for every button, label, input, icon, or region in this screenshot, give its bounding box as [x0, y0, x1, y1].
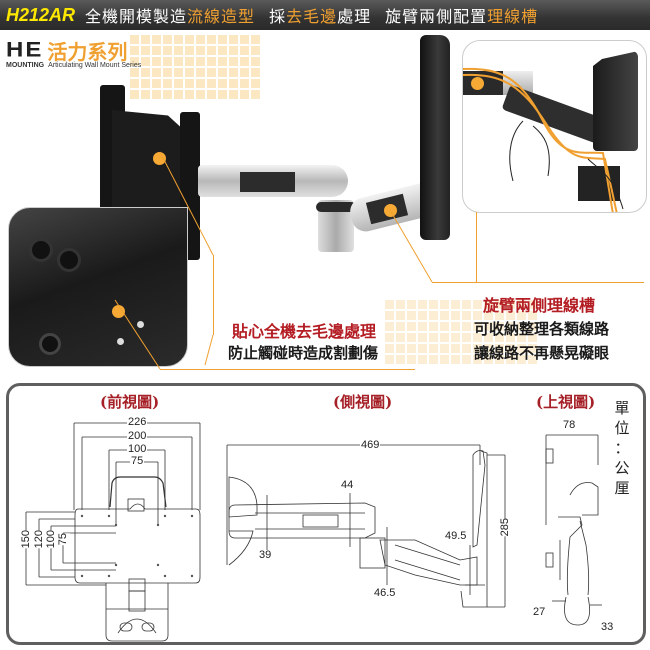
cable-lines — [463, 67, 624, 212]
model-number: H212AR — [6, 4, 76, 25]
top-dim-33: 33 — [600, 621, 615, 633]
side-dim-44: 44 — [340, 479, 355, 491]
feature-left-desc: 防止觸碰時造成割劃傷 — [228, 344, 379, 362]
brand-mark: HE — [6, 37, 44, 62]
feature-left-title: 貼心全機去毛邊處理 — [232, 322, 377, 341]
callout-dot-plate — [153, 152, 166, 165]
front-dim-100: 100 — [127, 443, 148, 455]
elbow-ring — [316, 202, 356, 212]
leader-line-arm — [432, 282, 644, 283]
header-tagline-3: 旋臂兩側配置理線槽 — [385, 7, 539, 26]
upper-arm-cable-cover — [240, 172, 295, 192]
brand-mounting: MOUNTING — [6, 62, 45, 69]
front-dim-h150: 150 — [20, 530, 33, 549]
leader-line-cable — [476, 212, 477, 282]
side-dim-46-5: 46.5 — [373, 587, 397, 599]
front-view-title: (前視圖) — [100, 393, 160, 411]
side-dim-285: 285 — [499, 518, 512, 537]
inset-deburr-closeup — [8, 207, 188, 367]
top-dim-27: 27 — [532, 606, 547, 618]
side-view-drawing — [226, 444, 506, 608]
unit-label: 單位：公厘 — [614, 399, 630, 497]
front-dim-h75: 75 — [57, 533, 70, 546]
brand-series-en: Articulating Wall Mount Series — [48, 62, 142, 69]
decor-squares-top — [130, 35, 260, 99]
decor-squares-bottom — [385, 300, 537, 364]
side-view-title: (側視圖) — [333, 393, 393, 411]
brand-series-cn: 活力系列 — [47, 40, 128, 64]
spec-drawing-panel — [6, 383, 646, 645]
callout-dot-inset — [112, 305, 125, 318]
side-dim-49-5: 49.5 — [444, 530, 468, 542]
leader-line-inset — [160, 369, 415, 370]
top-view-drawing — [545, 434, 602, 626]
front-dim-226: 226 — [127, 416, 148, 428]
feature-right-desc-2: 讓線路不再懸晃礙眼 — [474, 344, 610, 362]
header-bar: H212AR 全機開模製造流線造型 採去毛邊處理 旋臂兩側配置理線槽 — [0, 0, 650, 30]
header-tagline-1: 全機開模製造流線造型 — [85, 7, 256, 26]
side-dim-39: 39 — [258, 549, 273, 561]
front-dim-75: 75 — [130, 455, 145, 467]
side-dim-469: 469 — [360, 439, 381, 451]
top-dim-78: 78 — [562, 419, 577, 431]
front-view-drawing — [25, 422, 201, 642]
inset-wall-plate — [593, 51, 638, 151]
vesa-plate — [112, 110, 192, 220]
header-tagline-2: 採去毛邊處理 — [269, 7, 372, 26]
top-view-title: (上視圖) — [536, 393, 596, 411]
feature-right-title: 旋臂兩側理線槽 — [483, 296, 596, 315]
callout-dot-cable — [471, 77, 484, 90]
feature-right-desc-1: 可收納整理各類線路 — [474, 320, 610, 338]
leader-line-plate — [213, 255, 214, 335]
inset-cable-management — [462, 40, 647, 213]
front-dim-200: 200 — [127, 430, 148, 442]
wall-bracket — [420, 35, 450, 240]
